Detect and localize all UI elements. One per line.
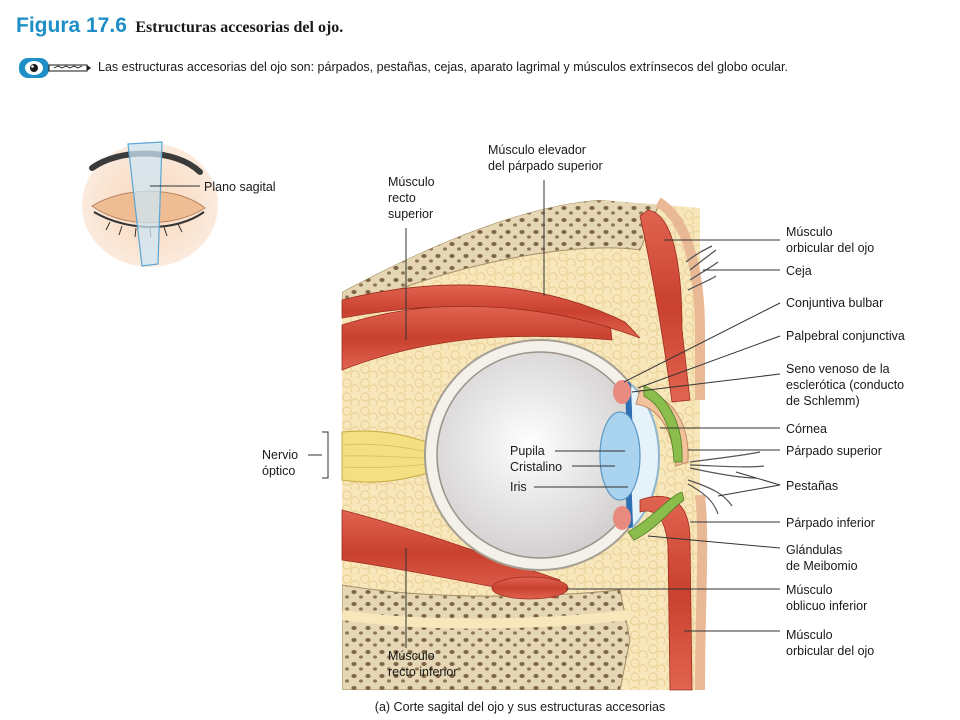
label-cristalino: Cristalino: [510, 460, 563, 474]
label-parpado-inferior: Párpado inferior: [786, 516, 875, 530]
figure-caption: (a) Corte sagital del ojo y sus estructu…: [374, 700, 666, 714]
sagittal-section: [308, 197, 765, 691]
sagittal-plane-inset: [82, 141, 218, 267]
figure-number: Figura 17.6: [16, 14, 127, 37]
label-plano-sagital: Plano sagital: [204, 180, 276, 194]
intro-text: Las estructuras accesorias del ojo son: …: [98, 60, 788, 74]
label-ceja: Ceja: [786, 264, 812, 278]
eye-key-icon: [19, 58, 91, 78]
label-conjuntiva-bulbar: Conjuntiva bulbar: [786, 296, 884, 310]
label-parpado-superior: Párpado superior: [786, 444, 882, 458]
label-iris: Iris: [510, 480, 527, 494]
label-pestanas: Pestañas: [786, 479, 839, 493]
figure-header: Figura 17.6 Estructuras accesorias del o…: [16, 14, 343, 38]
label-cornea: Córnea: [786, 422, 827, 436]
label-conjuntiva-palpebral: Palpebral conjunctiva: [786, 329, 905, 343]
label-pupila: Pupila: [510, 444, 545, 458]
figure-title: Estructuras accesorias del ojo.: [135, 19, 344, 36]
leader-lines: [405, 180, 781, 648]
eyelashes: [687, 451, 765, 515]
